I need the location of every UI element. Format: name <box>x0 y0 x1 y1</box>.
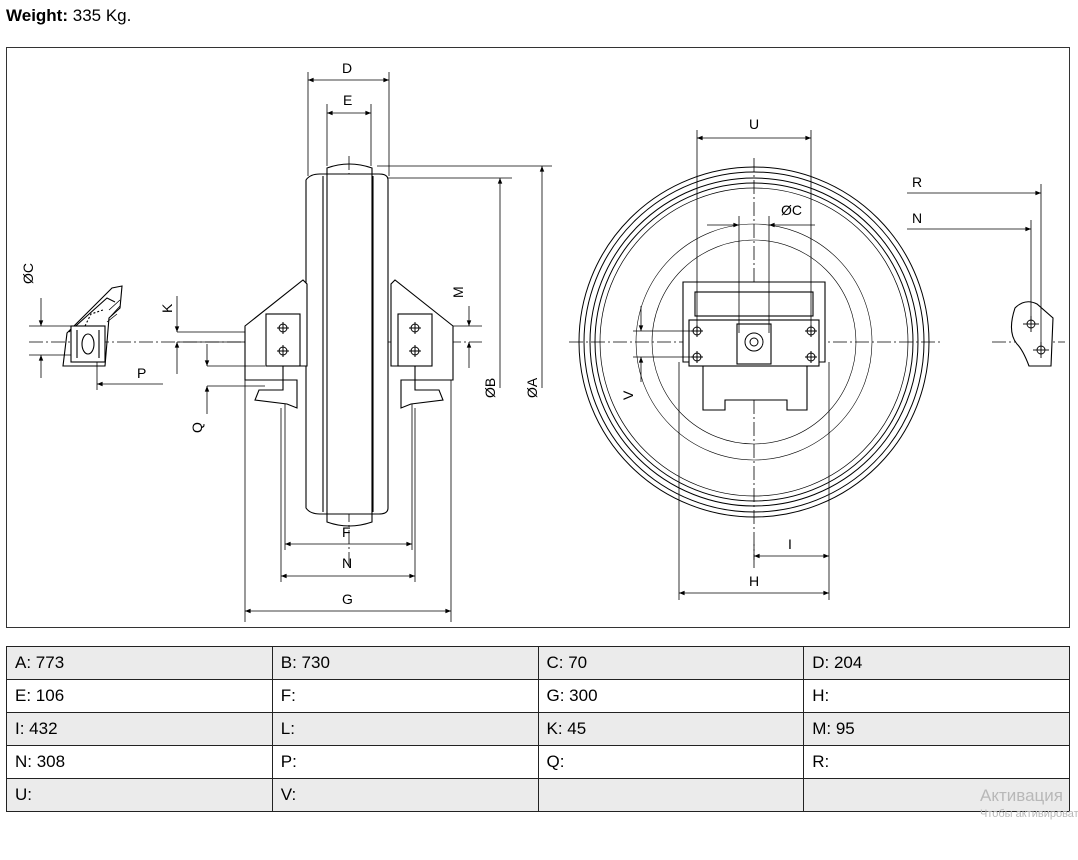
label-p: P <box>137 365 146 381</box>
table-cell: N: 308 <box>6 745 273 779</box>
table-cell: I: 432 <box>6 712 273 746</box>
table-cell: K: 45 <box>537 712 805 746</box>
table-cell: M: 95 <box>803 712 1070 746</box>
weight-line: Weight: 335 Kg. <box>6 6 131 26</box>
idler-front-view <box>578 166 930 518</box>
watermark-line-1: Активация <box>980 786 1063 805</box>
table-row: E: 106 F: G: 300 H: <box>6 679 1070 713</box>
weight-value: 335 Kg. <box>72 6 132 25</box>
dimensions-table: A: 773 B: 730 C: 70 D: 204 E: 106 F: G: … <box>6 646 1070 812</box>
table-cell: Q: <box>537 745 805 779</box>
technical-drawing: ØC P <box>6 47 1070 628</box>
bracket-section-detail <box>62 285 123 367</box>
idler-side-view <box>244 163 454 527</box>
label-m: M <box>450 286 466 298</box>
table-cell <box>803 778 1070 812</box>
table-cell: U: <box>6 778 273 812</box>
table-row: A: 773 B: 730 C: 70 D: 204 <box>6 646 1070 680</box>
label-f: F <box>342 524 351 540</box>
side-view-dimensions <box>174 72 552 622</box>
front-view-dimensions <box>633 130 830 600</box>
watermark-line-2: Чтобы активировать <box>980 808 1078 820</box>
idler-drawing-svg: ØC P <box>20 60 1065 622</box>
table-row: U: V: <box>6 778 1070 812</box>
label-k: K <box>159 303 175 313</box>
label-n-side: N <box>342 555 352 571</box>
table-row: I: 432 L: K: 45 M: 95 <box>6 712 1070 746</box>
centerlines <box>29 156 1065 568</box>
table-cell <box>537 778 805 812</box>
bracket-bolt-holes <box>277 322 421 357</box>
label-oc-left: ØC <box>20 263 36 284</box>
table-cell: E: 106 <box>6 679 273 713</box>
table-cell: F: <box>271 679 539 713</box>
label-ob: ØB <box>482 378 498 398</box>
activation-watermark: Активация Чтобы активировать <box>980 786 1078 820</box>
label-d: D <box>342 60 352 76</box>
r-n-dimensions <box>907 184 1042 350</box>
mounting-plate-detail <box>1010 301 1054 367</box>
label-r: R <box>912 174 922 190</box>
table-cell: B: 730 <box>271 646 539 680</box>
table-cell: P: <box>271 745 539 779</box>
label-u: U <box>749 116 759 132</box>
label-oc-front: ØC <box>781 202 802 218</box>
label-h: H <box>749 573 759 589</box>
table-cell: A: 773 <box>6 646 273 680</box>
table-cell: L: <box>271 712 539 746</box>
weight-label: Weight: <box>6 6 69 25</box>
oc-left-dimension <box>29 298 71 378</box>
label-q: Q <box>189 422 205 433</box>
p-dimension <box>96 362 163 390</box>
label-n-front: N <box>912 210 922 226</box>
table-cell: H: <box>803 679 1070 713</box>
table-cell: V: <box>271 778 539 812</box>
label-oa: ØA <box>524 377 540 398</box>
table-row: N: 308 P: Q: R: <box>6 745 1070 779</box>
label-i: I <box>788 536 792 552</box>
table-cell: C: 70 <box>537 646 805 680</box>
label-v: V <box>620 390 636 400</box>
label-e: E <box>343 92 352 108</box>
label-g: G <box>342 591 353 607</box>
table-cell: D: 204 <box>803 646 1070 680</box>
table-cell: G: 300 <box>537 679 805 713</box>
table-cell: R: <box>803 745 1070 779</box>
